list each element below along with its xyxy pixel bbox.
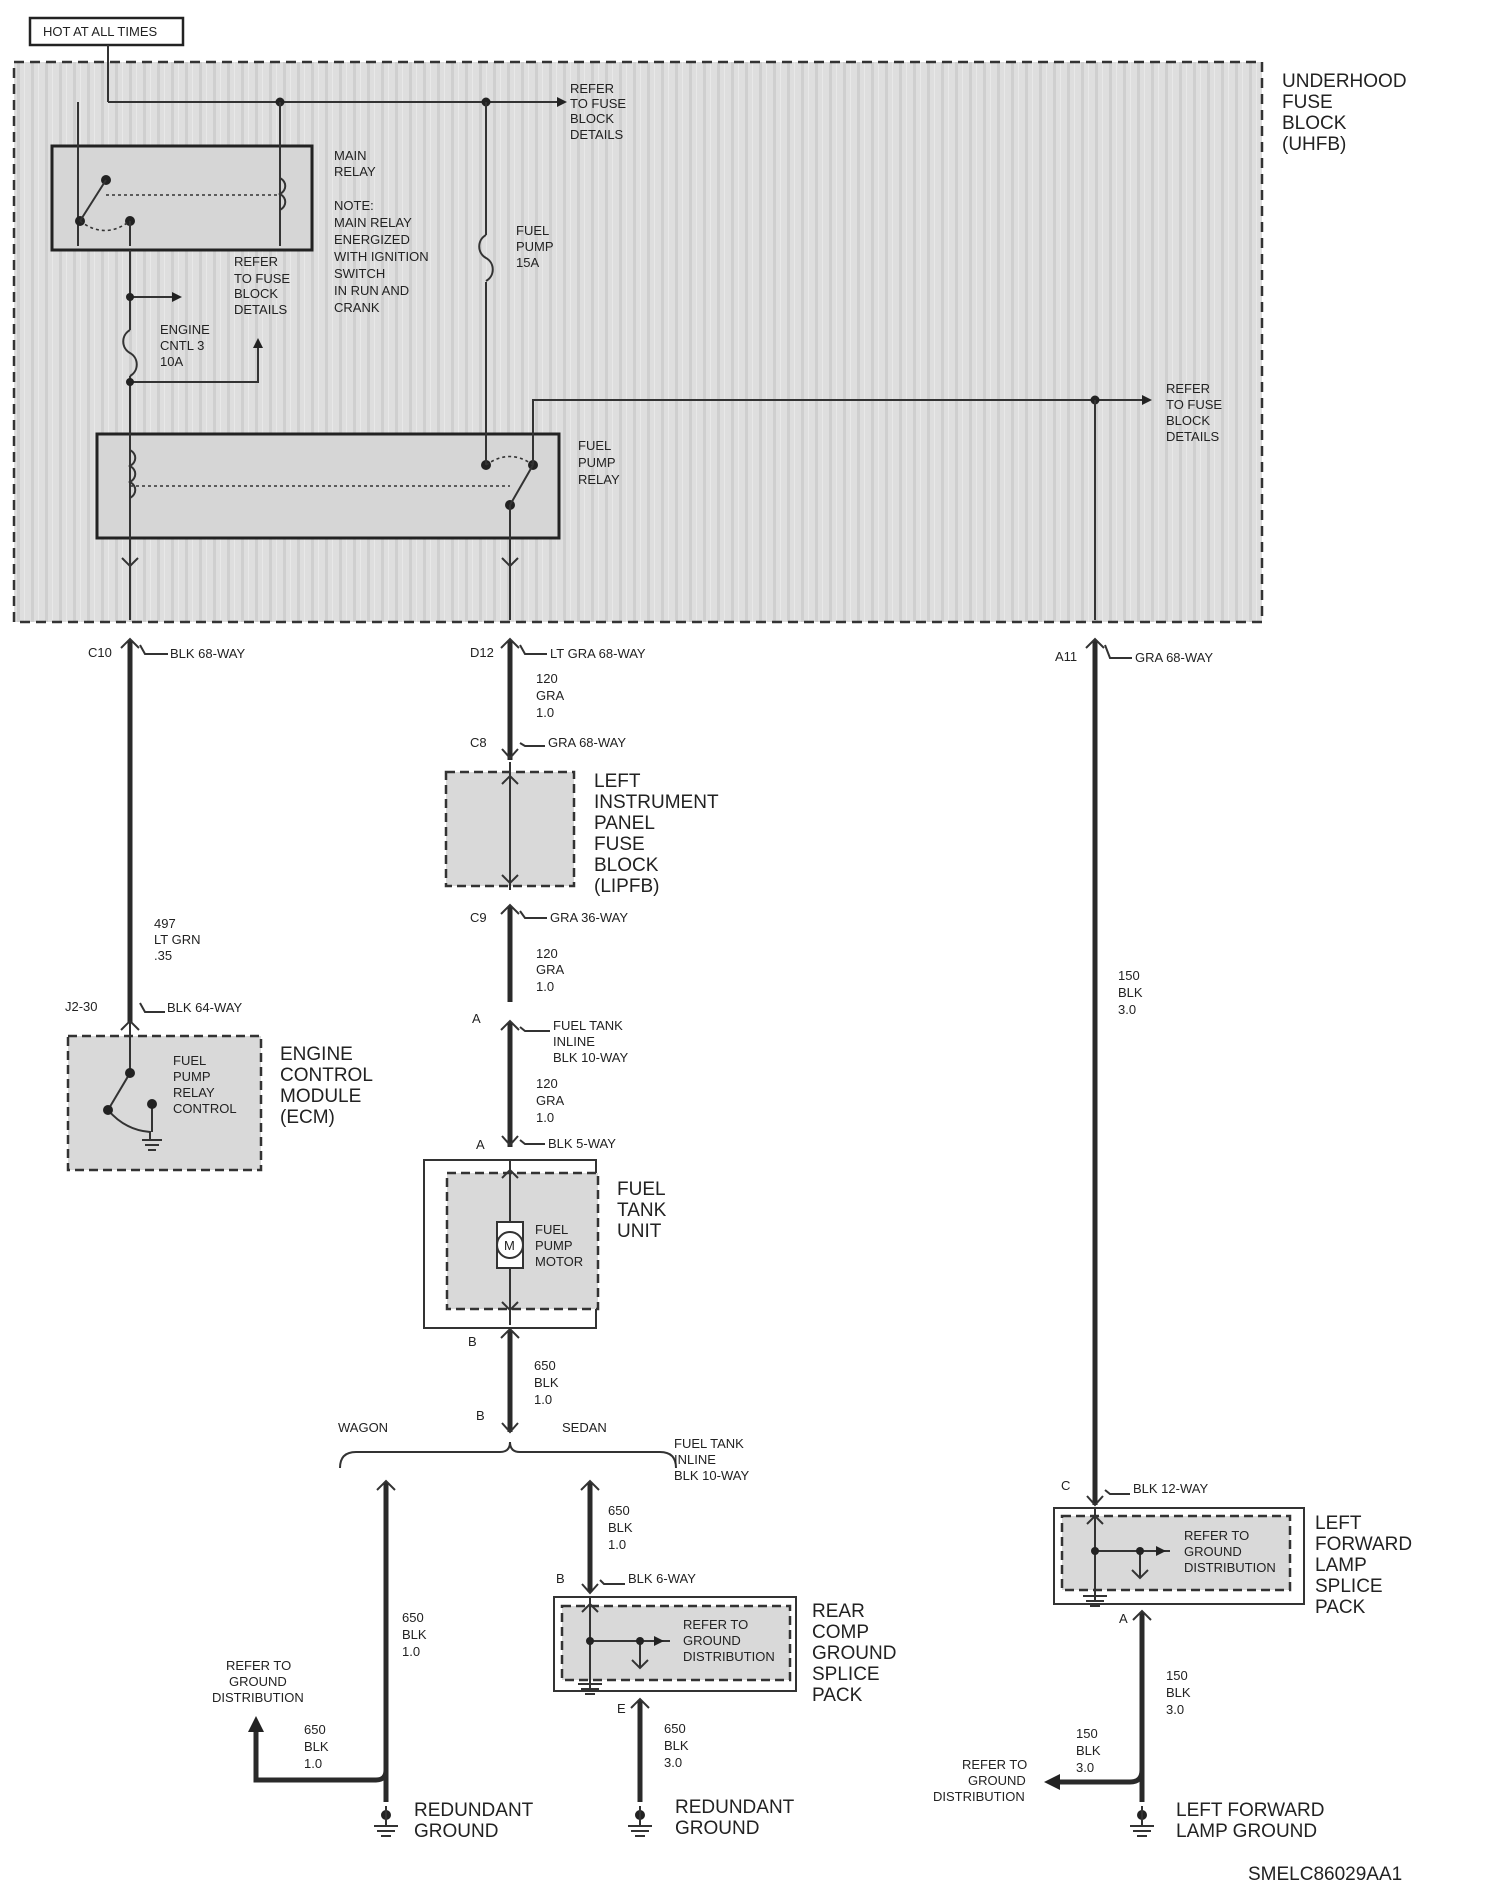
ecm-inner-label: FUEL PUMP RELAY CONTROL	[173, 1053, 237, 1116]
fuel-pump-relay-label: FUEL PUMP RELAY	[578, 438, 620, 487]
rear-comp-ground-icon	[578, 1683, 602, 1695]
a11-connector-label: GRA 68-WAY	[1135, 650, 1213, 665]
ecm-ground-icon	[142, 1139, 162, 1151]
inline-pin-a-label: A	[472, 1011, 481, 1026]
rear-pin-e-label: E	[617, 1701, 626, 1716]
blk5-label: BLK 5-WAY	[548, 1136, 616, 1151]
wire-497-label: 497 LT GRN .35	[154, 916, 204, 963]
rear-comp-label: REAR COMP GROUND SPLICE PACK	[812, 1601, 902, 1706]
battery-bus	[107, 45, 555, 103]
wire-650-label-wagon: 650 BLK 1.0	[402, 1610, 430, 1659]
fuel-pump-motor-icon	[496, 1231, 524, 1259]
lflsp-label: LEFT FORWARD LAMP SPLICE PACK	[1315, 1513, 1417, 1618]
rear-pin-b-label: B	[556, 1571, 565, 1586]
hot-at-all-times-box	[28, 16, 185, 47]
refer-fuse-label-2: TO FUSE BLOCK DETAILS REFER	[234, 254, 294, 317]
fuel-pump-fuse-label: FUEL PUMP 15A	[516, 223, 557, 270]
blk12-label: BLK 12-WAY	[1133, 1481, 1208, 1496]
c10-label: C10	[88, 645, 112, 660]
fuel-tank-unit-label: FUEL TANK UNIT	[617, 1179, 672, 1242]
wire-120-label-2: 120 GRA 1.0	[536, 946, 567, 994]
main-relay-coil	[277, 177, 287, 211]
refer-ground-label-wagon: REFER TO GROUND DISTRIBUTION	[212, 1658, 304, 1705]
wire-150-label: 150 BLK 3.0	[1118, 968, 1146, 1017]
left-forward-lamp-splice-pack	[1060, 1514, 1292, 1592]
c8-connector-label: GRA 68-WAY	[548, 735, 626, 750]
left-forward-lamp-ground-icon	[1130, 1806, 1154, 1837]
d12-connector-label: LT GRA 68-WAY	[550, 646, 646, 661]
uhfb-label: UNDERHOOD FUSE BLOCK (UHFB)	[1282, 71, 1412, 155]
wire-650-label-sedan: 650 BLK 1.0	[608, 1503, 636, 1552]
inline-connector-label-1: FUEL TANK INLINE BLK 10-WAY	[553, 1018, 628, 1065]
document-code: SMELC86029AA1	[1248, 1864, 1402, 1885]
wagon-sedan-brace	[339, 1441, 677, 1469]
wire-150-label-3: 150 BLK 3.0	[1076, 1726, 1104, 1775]
lflsp-inner-label: REFER TO GROUND DISTRIBUTION	[1184, 1528, 1276, 1575]
motor-m-label: M	[504, 1238, 515, 1253]
sedan-label: SEDAN	[562, 1420, 607, 1435]
rear-comp-inner-label: REFER TO GROUND DISTRIBUTION	[683, 1617, 775, 1664]
c9-label: C9	[470, 910, 487, 925]
lflsp-pin-a-label: A	[1119, 1611, 1128, 1626]
main-relay-switch	[79, 179, 107, 222]
a11-label: A11	[1055, 649, 1077, 664]
rear-comp-ground-splice-pack	[560, 1604, 792, 1682]
tank-pin-b-label: B	[468, 1334, 477, 1349]
wire-650-label-wagon-2: 650 BLK 1.0	[304, 1722, 332, 1771]
c8-label: C8	[470, 735, 487, 750]
tank-pin-a-label: A	[476, 1137, 485, 1152]
blk6-label: BLK 6-WAY	[628, 1571, 696, 1586]
wire-650-30-label: 650 BLK 3.0	[664, 1721, 692, 1770]
wire-120-label-3: 120 GRA 1.0	[536, 1076, 567, 1125]
wire-120-label-1: 120 GRA 1.0	[536, 671, 567, 720]
lflsp-pin-c-label: C	[1061, 1478, 1070, 1493]
main-relay	[50, 144, 314, 252]
wagon-label: WAGON	[338, 1420, 388, 1435]
fuel-pump-relay-switch	[485, 430, 534, 540]
ecm-label: ENGINE CONTROL MODULE (ECM)	[280, 1044, 377, 1128]
c9-connector-label: GRA 36-WAY	[550, 910, 628, 925]
j2-connector-label: BLK 64-WAY	[167, 1000, 242, 1015]
fuel-pump-relay-coil	[127, 449, 137, 499]
redundant-ground-label-wagon: REDUNDANT GROUND	[414, 1800, 538, 1842]
main-relay-note: NOTE: MAIN RELAY ENERGIZED WITH IGNITION…	[334, 198, 432, 315]
refer-ground-arrow-wagon	[248, 1716, 264, 1732]
inline-pin-b-label: B	[476, 1408, 485, 1423]
refer-fuse-label-1: REFER TO FUSE BLOCK DETAILS	[570, 81, 630, 142]
engine-cntl-fuse-label: ENGINE CNTL 3 10A	[160, 322, 213, 369]
fuel-pump-fuse	[478, 234, 494, 282]
lflsp-ground-icon	[1083, 1595, 1107, 1607]
refer-fuse-label-3: REFER TO FUSE BLOCK DETAILS	[1166, 381, 1226, 444]
engine-cntl-fuse	[122, 329, 138, 377]
redundant-ground-icon-sedan	[628, 1806, 652, 1837]
wire-650-label-1: 650 BLK 1.0	[534, 1358, 562, 1407]
main-relay-label: MAIN RELAY	[334, 148, 376, 179]
lipfb-label: LEFT INSTRUMENT PANEL FUSE BLOCK (LIPFB)	[594, 771, 724, 897]
redundant-ground-label-sedan: REDUNDANT GROUND	[675, 1797, 799, 1839]
left-forward-lamp-ground-label: LEFT FORWARD LAMP GROUND	[1176, 1800, 1330, 1842]
c10-connector-label: BLK 68-WAY	[170, 646, 245, 661]
refer-ground-arrow-lflg	[1044, 1774, 1060, 1790]
redundant-ground-icon-wagon	[374, 1806, 398, 1837]
ecm-module	[66, 1034, 263, 1172]
j2-30-label: J2-30	[65, 999, 98, 1014]
inline-connector-label-2: FUEL TANK INLINE BLK 10-WAY	[674, 1436, 749, 1483]
d12-label: D12	[470, 645, 494, 660]
refer-ground-label-lflg: REFER TO GROUND DISTRIBUTION	[933, 1757, 1031, 1804]
fuel-pump-motor-label: FUEL PUMP MOTOR	[535, 1222, 583, 1269]
wire-150-label-2: 150 BLK 3.0	[1166, 1668, 1194, 1717]
hot-at-all-times-label: HOT AT ALL TIMES	[43, 24, 157, 39]
